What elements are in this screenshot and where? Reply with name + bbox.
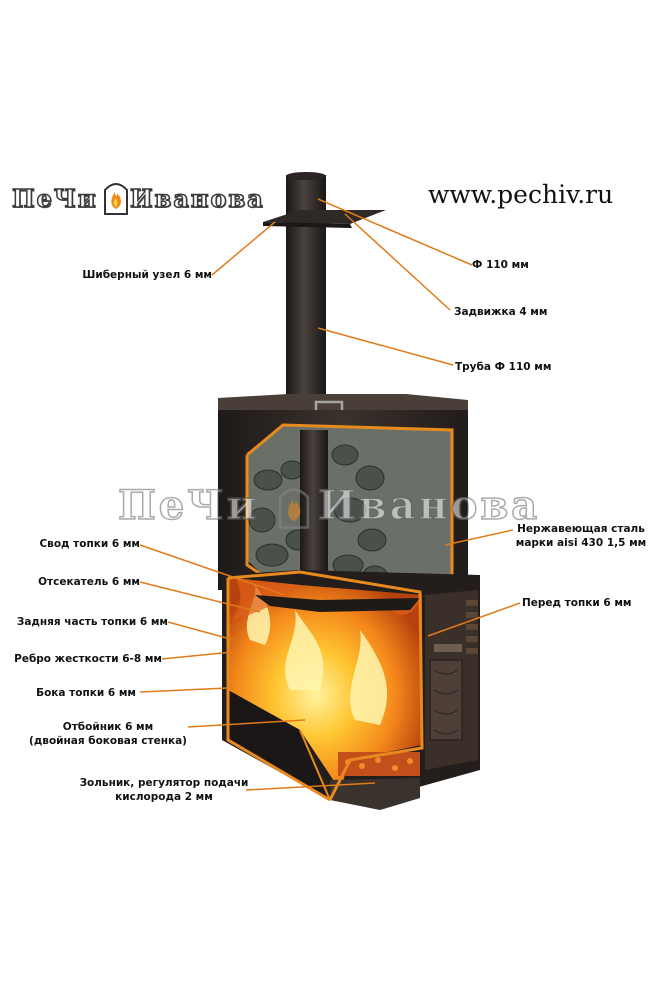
ashpan bbox=[330, 778, 420, 810]
website-url: www.pechiv.ru bbox=[428, 180, 614, 209]
label-firebox-rear: Задняя часть топки 6 мм bbox=[16, 616, 168, 628]
damper-plate bbox=[263, 210, 386, 224]
label-stiffening-rib: Ребро жесткости 6-8 мм bbox=[14, 653, 162, 665]
watermark-logo: ПеЧи Иванова bbox=[117, 481, 541, 532]
label-ashpan-line2: кислорода 2 мм bbox=[115, 791, 213, 803]
label-gate-valve: Задвижка 4 мм bbox=[454, 306, 548, 318]
brand-logo: ПеЧи Иванова bbox=[11, 178, 265, 218]
logo-text-part2: Иванова bbox=[129, 183, 265, 214]
watermark-text-part1: ПеЧи bbox=[117, 481, 260, 530]
watermark-text-part2: Иванова bbox=[317, 481, 541, 530]
label-stainless-line2: марки aisi 430 1,5 мм bbox=[515, 537, 647, 549]
flame-logo-icon bbox=[104, 183, 128, 215]
label-pipe: Труба Ф 110 мм bbox=[455, 361, 552, 373]
label-stainless-line1: Нержавеющая сталь bbox=[517, 523, 645, 535]
watermark-flame-icon bbox=[278, 488, 310, 529]
label-reflector-line2: (двойная боковая стенка) bbox=[29, 735, 187, 747]
fire bbox=[228, 578, 422, 790]
label-pipe-diameter: Ф 110 мм bbox=[472, 259, 529, 271]
leader-lines bbox=[139, 198, 521, 791]
label-firebox-sides: Бока топки 6 мм bbox=[36, 687, 136, 699]
label-firebox-vault: Свод топки 6 мм bbox=[39, 538, 140, 550]
label-reflector-line1: Отбойник 6 мм bbox=[62, 721, 154, 733]
label-ashpan-line1: Зольник, регулятор подачи bbox=[79, 777, 249, 789]
chimney-pipe bbox=[286, 175, 326, 405]
label-cutoff: Отсекатель 6 мм bbox=[38, 576, 140, 588]
logo-text-part1: ПеЧи bbox=[11, 183, 98, 214]
label-firebox-front: Перед топки 6 мм bbox=[522, 597, 632, 609]
label-damper-unit: Шиберный узел 6 мм bbox=[82, 269, 212, 281]
